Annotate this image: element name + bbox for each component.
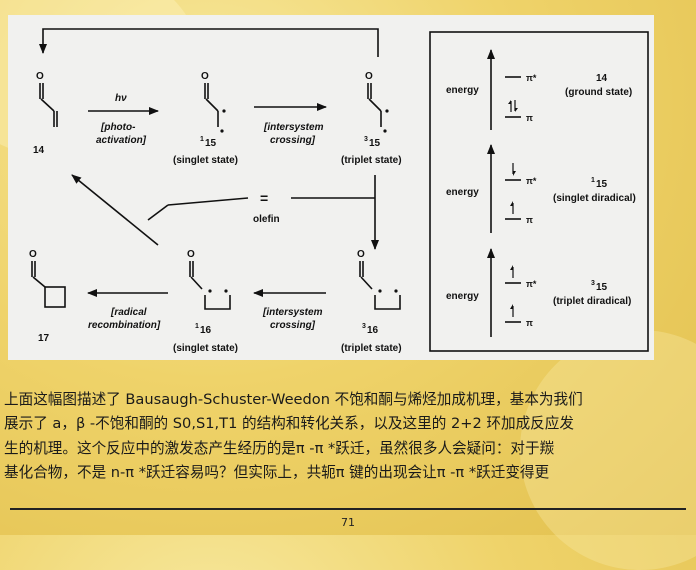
- radical-dot: [208, 289, 212, 293]
- panel-subtitle: (ground state): [565, 87, 632, 98]
- energy-panel-singlet-diradical: energy π* π 1 15 (singlet diradical): [446, 144, 636, 233]
- caption-line: 生的机理。这个反应中的激发态产生经历的是π -π *跃迁，虽然很多人会疑问：对于…: [4, 439, 555, 457]
- molecule-triplet-15: [367, 83, 382, 127]
- triplet-state-label: (triplet state): [341, 343, 402, 354]
- singlet-state-label: (singlet state): [173, 155, 238, 166]
- spin-superscript: 3: [364, 136, 368, 143]
- radical-dot: [394, 289, 398, 293]
- radical-recombination-label: [radical: [110, 307, 147, 318]
- pi-label: π: [526, 113, 533, 123]
- molecule-17-cyclobutane: [31, 261, 66, 308]
- molecule-label-1-16: 16: [200, 325, 212, 336]
- spin-superscript: 3: [591, 280, 595, 287]
- footer-divider: [10, 508, 686, 510]
- energy-axis-label: energy: [446, 85, 479, 96]
- caption-line: 上面这幅图描述了 Bausaugh-Schuster-Weedon 不饱和酮与烯…: [4, 391, 583, 408]
- oxygen-label: O: [29, 249, 37, 260]
- intersystem-crossing-label: crossing]: [270, 135, 316, 146]
- pi-star-label: π*: [526, 176, 537, 186]
- panel-title: 14: [596, 73, 608, 84]
- oxygen-label: O: [365, 71, 373, 82]
- molecule-14-enone: [39, 83, 58, 127]
- caption-paragraph: 上面这幅图描述了 Bausaugh-Schuster-Weedon 不饱和酮与烯…: [4, 388, 692, 485]
- page-number: 71: [341, 516, 355, 529]
- spin-superscript: 1: [200, 136, 204, 143]
- pi-star-label: π*: [526, 73, 537, 83]
- molecule-singlet-16: [189, 261, 231, 310]
- oxygen-label: O: [187, 249, 195, 260]
- molecule-singlet-15: [204, 83, 219, 127]
- photo-activation-label: activation]: [96, 135, 147, 146]
- energy-panel-triplet-diradical: energy π* π 3 15 (triplet diradical): [446, 248, 631, 337]
- radical-dot: [224, 289, 228, 293]
- pi-label: π: [526, 318, 533, 328]
- radical-dot: [383, 129, 387, 133]
- hv-label: hν: [115, 93, 127, 104]
- panel-title: 15: [596, 179, 608, 190]
- triplet-state-label: (triplet state): [341, 155, 402, 166]
- photo-activation-label: [photo-: [100, 122, 136, 133]
- molecule-label-17: 17: [38, 333, 50, 344]
- return-loop-arrow: [39, 28, 379, 57]
- reaction-mechanism-figure: O 14 hν [photo- activation] O 1 15 (sing…: [8, 15, 654, 360]
- oxygen-label: O: [36, 71, 44, 82]
- intersystem-crossing-label: crossing]: [270, 320, 316, 331]
- intersystem-crossing-label: [intersystem: [263, 122, 324, 133]
- energy-axis-label: energy: [446, 291, 479, 302]
- molecule-triplet-16: [359, 261, 401, 310]
- radical-dot: [222, 109, 226, 113]
- oxygen-label: O: [357, 249, 365, 260]
- spin-superscript: 1: [195, 323, 199, 330]
- molecule-label-1-15: 15: [205, 138, 217, 149]
- panel-title: 15: [596, 282, 608, 293]
- pi-label: π: [526, 215, 533, 225]
- caption-line: 展示了 a，β -不饱和酮的 S0,S1,T1 的结构和转化关系，以及这里的 2…: [4, 415, 574, 433]
- panel-subtitle: (triplet diradical): [553, 296, 631, 307]
- energy-panel-ground-state: energy π* π 14 (ground state): [446, 49, 632, 130]
- radical-recombination-label: recombination]: [88, 320, 161, 331]
- radical-dot: [385, 109, 389, 113]
- olefin-label: olefin: [253, 214, 280, 225]
- pi-star-label: π*: [526, 279, 537, 289]
- spin-superscript: 1: [591, 177, 595, 184]
- spin-superscript: 3: [362, 323, 366, 330]
- molecule-label-3-16: 16: [367, 325, 379, 336]
- singlet-state-label: (singlet state): [173, 343, 238, 354]
- molecule-label-14: 14: [33, 145, 45, 156]
- olefin-double-bond: =: [260, 190, 268, 206]
- energy-axis-label: energy: [446, 187, 479, 198]
- oxygen-label: O: [201, 71, 209, 82]
- radical-dot: [220, 129, 224, 133]
- panel-subtitle: (singlet diradical): [553, 193, 636, 204]
- molecule-label-3-15: 15: [369, 138, 381, 149]
- intersystem-crossing-label: [intersystem: [262, 307, 323, 318]
- energy-diagram-frame: [429, 31, 649, 352]
- back-reaction-arrow: [71, 174, 249, 246]
- radical-dot: [378, 289, 382, 293]
- caption-line: 基化合物，不是 n-π *跃迁容易吗？但实际上，共轭π 键的出现会让π -π *…: [4, 463, 550, 481]
